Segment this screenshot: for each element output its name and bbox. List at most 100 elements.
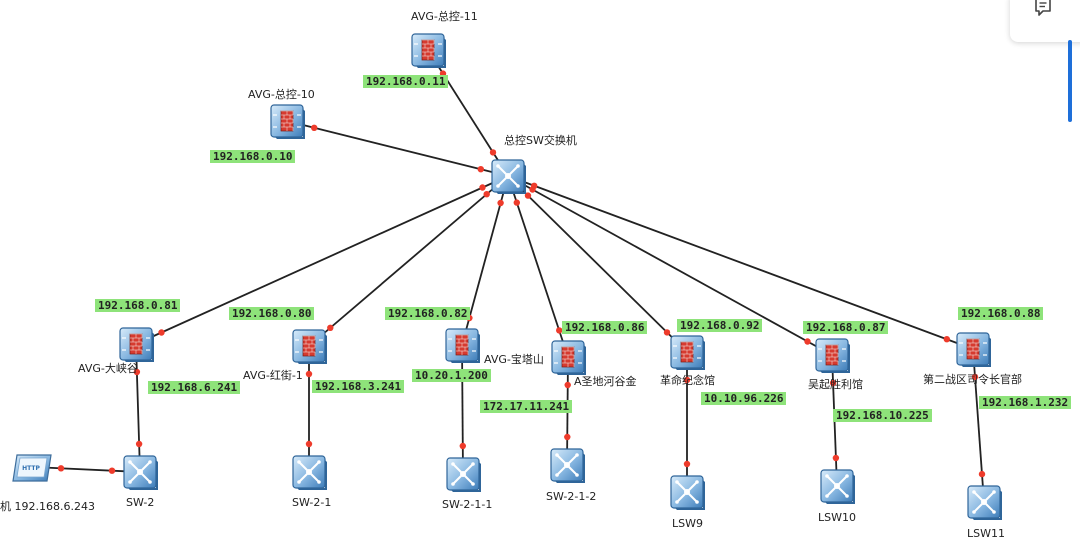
firewall-icon-fw11[interactable] xyxy=(411,33,446,68)
link-fw81-sw2[interactable] xyxy=(135,343,141,473)
port-dot-fw86[interactable] xyxy=(556,327,563,334)
port-dot-fw92[interactable] xyxy=(663,329,671,336)
port-dot-http[interactable] xyxy=(57,465,65,472)
ip-label-fw82: 192.168.0.82 xyxy=(385,307,471,320)
link-http-sw2[interactable] xyxy=(32,466,141,473)
port-dot-core[interactable] xyxy=(479,184,486,191)
port-dot-fw80[interactable] xyxy=(327,324,334,331)
port-dot-sw211[interactable] xyxy=(459,442,466,450)
ip-label-fw88: 192.168.0.88 xyxy=(958,307,1044,320)
ip-label-fw87-down: 192.168.10.225 xyxy=(833,409,932,422)
ip-label-fw86-down: 172.17.11.241 xyxy=(480,400,573,413)
ip-label-fw10: 192.168.0.10 xyxy=(210,150,296,163)
port-dot-fw86[interactable] xyxy=(564,381,571,389)
port-dot-sw21[interactable] xyxy=(305,440,313,448)
device-label-sw21: SW-2-1 xyxy=(292,496,332,509)
link-core-fw86[interactable] xyxy=(507,175,569,358)
link-core-fw10[interactable] xyxy=(286,120,509,177)
switch-icon-lsw10[interactable] xyxy=(820,469,855,504)
switch-icon-core[interactable] xyxy=(491,159,526,194)
switch-icon-sw21[interactable] xyxy=(292,455,327,490)
ip-label-fw11: 192.168.0.11 xyxy=(363,75,449,88)
device-label-core: 总控SW交换机 xyxy=(504,134,577,147)
device-label-http: 机 192.168.6.243 xyxy=(0,500,95,513)
port-dot-core[interactable] xyxy=(489,149,497,156)
port-dot-fw81[interactable] xyxy=(133,368,141,376)
link-fw82-sw211[interactable] xyxy=(461,344,464,475)
link-core-fw88[interactable] xyxy=(507,175,974,350)
ip-label-fw81: 192.168.0.81 xyxy=(95,299,181,312)
device-label-sw212: SW-2-1-2 xyxy=(546,490,597,503)
ip-label-fw80: 192.168.0.80 xyxy=(229,307,315,320)
port-dot-lsw11[interactable] xyxy=(978,470,986,478)
device-label-lsw10: LSW10 xyxy=(818,511,856,524)
firewall-icon-fw81[interactable] xyxy=(119,327,154,362)
port-dot-core[interactable] xyxy=(497,199,504,207)
port-dot-fw88[interactable] xyxy=(943,336,950,343)
vertical-scrollbar-thumb[interactable] xyxy=(1068,40,1072,122)
link-core-fw87[interactable] xyxy=(507,175,833,356)
firewall-icon-fw92[interactable] xyxy=(670,335,705,370)
device-label-fw80: AVG-红街-1 xyxy=(243,369,303,382)
firewall-icon-fw80[interactable] xyxy=(292,329,327,364)
link-core-fw80[interactable] xyxy=(308,175,509,347)
device-label-sw211: SW-2-1-1 xyxy=(442,498,493,511)
http-screen-text: HTTP xyxy=(22,465,40,472)
port-dot-core[interactable] xyxy=(524,192,532,199)
device-label-fw87: 吴起胜利馆 xyxy=(808,378,863,391)
ip-label-fw86: 192.168.0.86 xyxy=(562,321,648,334)
link-core-fw81[interactable] xyxy=(135,175,509,345)
ip-label-fw92: 192.168.0.92 xyxy=(677,319,763,332)
port-dot-lsw10[interactable] xyxy=(832,454,840,462)
device-label-fw86: A圣地河谷金 xyxy=(574,375,637,388)
switch-icon-sw211[interactable] xyxy=(446,457,481,492)
firewall-icon-fw88[interactable] xyxy=(956,332,991,367)
link-core-fw92[interactable] xyxy=(507,175,688,353)
devices-layer: HTTP xyxy=(12,33,1002,520)
ip-label-fw81-down: 192.168.6.241 xyxy=(148,381,241,394)
device-label-lsw11: LSW11 xyxy=(967,527,1005,540)
firewall-icon-fw87[interactable] xyxy=(815,338,850,373)
device-label-fw11: AVG-总控-11 xyxy=(411,10,478,23)
ip-label-fw82-down: 10.20.1.200 xyxy=(412,369,491,382)
device-label-fw81: AVG-大峡谷 xyxy=(78,362,138,375)
device-label-fw92: 革命纪念馆 xyxy=(660,374,715,387)
port-dot-core[interactable] xyxy=(531,182,538,189)
device-label-fw88: 第二战区司令长官部 xyxy=(923,373,1022,386)
switch-icon-sw212[interactable] xyxy=(550,448,585,483)
port-dot-core[interactable] xyxy=(483,191,490,198)
device-label-fw10: AVG-总控-10 xyxy=(248,88,315,101)
firewall-icon-fw10[interactable] xyxy=(270,104,305,139)
ip-label-fw87: 192.168.0.87 xyxy=(803,321,889,334)
port-dot-fw92[interactable] xyxy=(683,376,691,384)
note-icon[interactable] xyxy=(1032,0,1054,18)
port-dot-fw88[interactable] xyxy=(971,373,979,381)
port-dot-sw212[interactable] xyxy=(564,433,571,441)
port-dot-fw10[interactable] xyxy=(311,124,318,131)
device-label-sw2: SW-2 xyxy=(126,496,155,509)
ip-label-fw92-down: 10.10.96.226 xyxy=(701,392,787,405)
side-panel xyxy=(1010,0,1080,42)
port-dot-fw81[interactable] xyxy=(158,329,165,336)
switch-icon-sw2[interactable] xyxy=(123,455,158,490)
ip-label-fw88-down: 192.168.1.232 xyxy=(979,396,1072,409)
port-dot-lsw9[interactable] xyxy=(683,460,691,468)
firewall-icon-fw86[interactable] xyxy=(551,340,586,375)
switch-icon-lsw9[interactable] xyxy=(670,475,705,510)
port-dot-fw87[interactable] xyxy=(829,379,837,387)
firewall-icon-fw82[interactable] xyxy=(445,328,480,363)
switch-icon-lsw11[interactable] xyxy=(967,485,1002,520)
links-layer xyxy=(32,49,985,503)
port-dot-sw2[interactable] xyxy=(108,467,116,474)
ip-label-fw80-down: 192.168.3.241 xyxy=(312,380,405,393)
port-dot-sw2[interactable] xyxy=(135,440,143,448)
device-label-fw82: AVG-宝塔山 xyxy=(484,353,544,366)
http-server-icon-http[interactable]: HTTP xyxy=(12,454,52,482)
port-dot-fw80[interactable] xyxy=(305,370,313,378)
port-dot-fw87[interactable] xyxy=(804,338,811,345)
link-core-fw11[interactable] xyxy=(427,49,509,177)
port-dot-core[interactable] xyxy=(513,199,520,206)
link-fw88-lsw11[interactable] xyxy=(972,348,985,503)
port-dot-core[interactable] xyxy=(477,166,484,173)
